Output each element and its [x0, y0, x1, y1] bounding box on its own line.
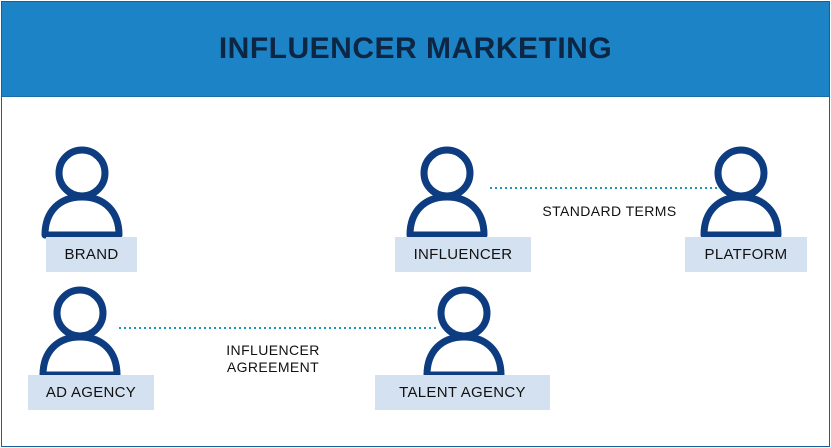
- person-icon: [39, 286, 121, 379]
- link-label-line-2: AGREEMENT: [226, 359, 320, 375]
- person-icon: [41, 146, 123, 239]
- person-icon: [700, 146, 782, 239]
- node-label-ad-agency: AD AGENCY: [28, 375, 154, 410]
- node-label-talent-agency: TALENT AGENCY: [375, 375, 550, 410]
- header-bar: INFLUENCER MARKETING: [2, 2, 829, 97]
- link-label-line-1: INFLUENCER: [226, 342, 320, 358]
- diagram-title: INFLUENCER MARKETING: [218, 32, 613, 65]
- link-label-influencer-agreement: INFLUENCER AGREEMENT: [198, 342, 348, 376]
- person-icon: [406, 146, 488, 239]
- node-label-brand: BRAND: [46, 237, 137, 272]
- node-label-platform: PLATFORM: [685, 237, 807, 272]
- link-label-standard-terms: STANDARD TERMS: [542, 203, 677, 219]
- person-icon: [423, 286, 505, 379]
- node-label-influencer: INFLUENCER: [395, 237, 531, 272]
